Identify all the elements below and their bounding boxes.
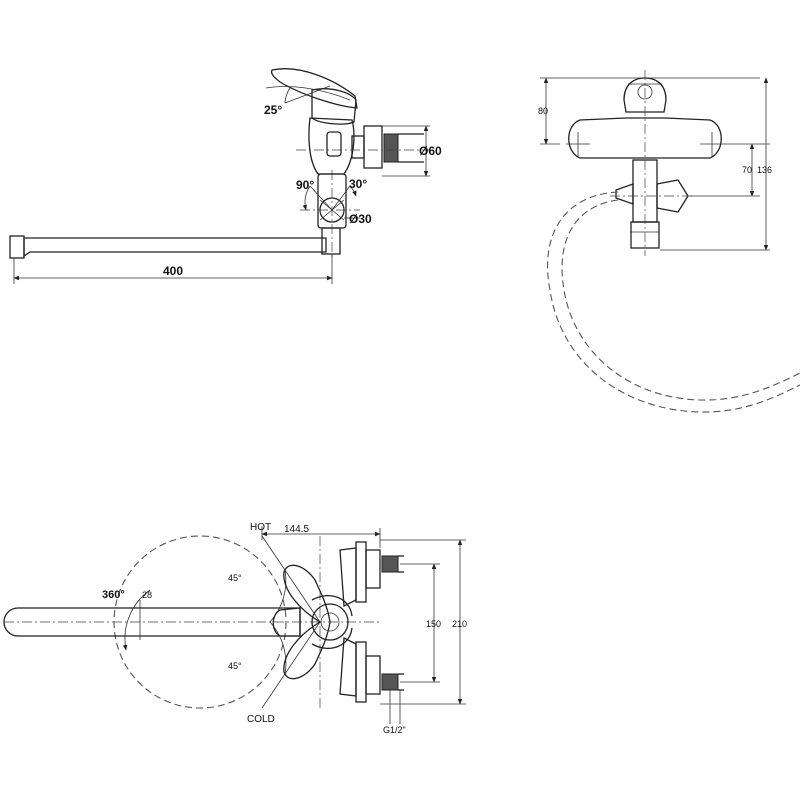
shower-hose [546,191,800,413]
inlet-thread-hot [381,555,399,573]
spout-width-label: 28 [142,590,152,600]
wall-thread [383,133,399,163]
cartridge-body [311,88,357,125]
handle-lever-tilted [265,86,351,101]
handle-lever [270,68,358,109]
front-diverter-knob [656,179,689,213]
spout-length-label: 400 [163,264,183,278]
outlet-diameter-label: Ø60 [419,144,442,158]
front-height-total-label: 136 [757,165,772,175]
front-height-inlet-label: 70 [742,165,752,175]
angle-hot-label: 45° [228,573,242,583]
hot-label: HOT [250,522,271,533]
width-label: 144.5 [284,524,309,535]
front-body [568,117,722,159]
inner-distance-label: 150 [426,619,441,629]
inlet-thread-cold [381,673,399,691]
outer-distance-label: 210 [452,619,467,629]
handle-angle-label: 25° [264,103,282,117]
body-diameter-label: Ø30 [349,212,372,226]
front-view: 80 70 136 [538,70,800,413]
front-height-top-label: 80 [538,106,548,116]
cold-label: COLD [247,714,275,725]
rotation-label: 360° [102,589,125,601]
spout-tip [9,235,25,259]
side-view: 25° Ø60 90° 30° Ø30 400 [9,68,442,284]
top-view: HOT COLD 144.5 360° 28 45° 45° 150 210 G… [3,522,467,735]
handle-top [283,564,331,680]
spout [23,237,327,258]
body-arm-cold [339,636,357,697]
swivel-right-label: 30° [349,177,367,191]
mixer-body [308,117,355,175]
body-arm-hot [339,547,357,608]
swivel-left-label: 90° [296,178,314,192]
spout-top [3,607,301,637]
angle-cold-label: 45° [228,661,242,671]
thread-label: G1/2" [383,725,406,735]
